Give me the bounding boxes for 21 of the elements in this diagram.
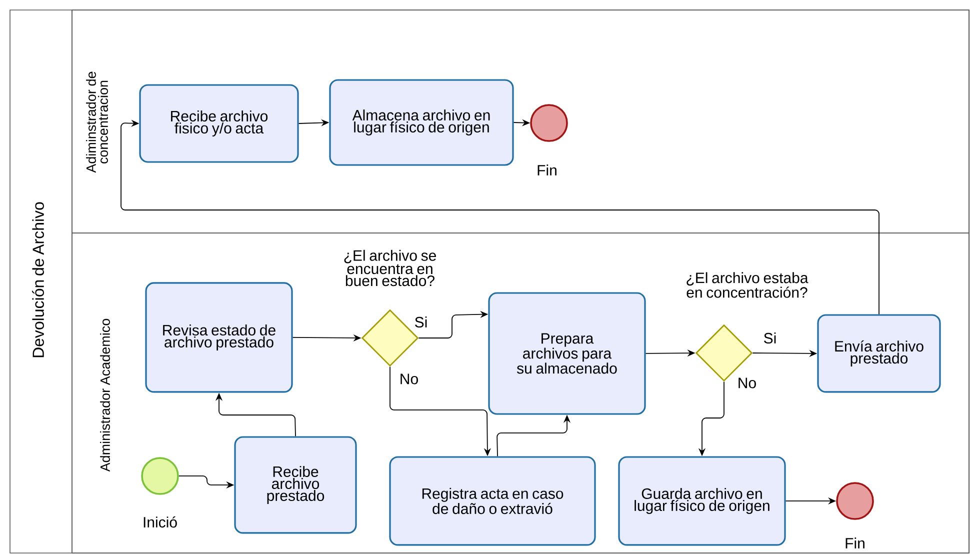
- edge-label: No: [736, 376, 758, 390]
- task-box: Recibe archivo prestado: [234, 436, 357, 534]
- task-box: Prepara archivos para su almacenado: [488, 292, 646, 415]
- task-box: Envía archivo prestado: [817, 314, 941, 393]
- edge-label: Si: [413, 315, 429, 328]
- task-box: Almacena archivo en lugar físico de origen: [329, 79, 514, 166]
- edge-label: Si: [762, 331, 778, 344]
- arrow: [120, 120, 880, 315]
- task-box: Registra acta en caso de daño o extravió: [389, 456, 596, 546]
- event-circle: [836, 482, 874, 520]
- task-box: Revisa estado de archivo prestado: [145, 282, 293, 393]
- question-text: ¿El archivo se encuentra en buen estado?: [344, 250, 436, 286]
- task-box: Guarda archivo en lugar físico de origen: [618, 456, 786, 546]
- task-box: Recibe archivo fisico y/o acta: [139, 84, 299, 163]
- event-label: Fin: [538, 164, 556, 176]
- edge-label: No: [398, 372, 420, 386]
- event-label: Fin: [846, 538, 864, 548]
- event-circle: [530, 104, 568, 142]
- question-text: ¿El archivo estaba en concentración?: [686, 272, 808, 298]
- event-circle: [141, 457, 179, 495]
- event-label: Inició: [144, 516, 177, 528]
